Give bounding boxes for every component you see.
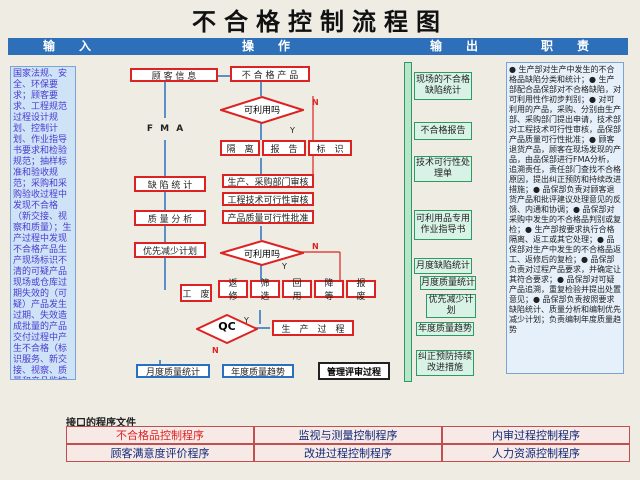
interface-doc-internal-audit[interactable]: 内审过程控制程序: [442, 426, 630, 444]
qc-decision: [196, 314, 258, 344]
interface-doc-monitoring[interactable]: 监视与测量控制程序: [254, 426, 442, 444]
usable-decision-1: [220, 96, 304, 124]
yes-label-3: Y: [244, 316, 249, 325]
output-usable-instruction: 可利用品专用作业指导书: [414, 210, 472, 240]
fma-box: F M A: [146, 124, 186, 134]
interface-doc-hr[interactable]: 人力资源控制程序: [442, 444, 630, 462]
header-input: 输 入: [8, 38, 126, 55]
page-title: 不合格控制流程图: [192, 8, 448, 36]
output-nonconformance-report: 不合格报告: [414, 122, 472, 140]
yes-label-1: Y: [290, 126, 295, 135]
nonconforming-product-box: 不 合 格 产 品: [230, 66, 310, 82]
customer-info-box: 顾 客 信 息: [130, 68, 218, 82]
defect-stats-box: 缺 陷 统 计: [134, 176, 206, 192]
output-technical-feasibility: 技术可行性处理单: [414, 156, 472, 182]
header-output: 输 出: [406, 38, 502, 55]
input-panel: 国家法规、安全、环保要求；顾客要求、工程规范过程设计规划、控制计划、作业指导书要…: [10, 66, 76, 380]
quality-approval-box: 产品质量可行性批准: [222, 210, 314, 224]
no-label-3: N: [212, 346, 219, 355]
qc-label: QC: [218, 320, 236, 333]
output-monthly-defect: 月度缺陷统计: [414, 258, 472, 274]
output-priority-plan: 优先减少计划: [426, 294, 476, 318]
monthly-quality-stats-box: 月度质量统计: [136, 364, 210, 378]
annual-trend-box: 年度质量趋势: [222, 364, 294, 378]
no-label-1: N: [312, 98, 319, 107]
priority-reduction-box: 优先减少计划: [134, 242, 206, 258]
usable-label-1: 可利用吗: [243, 106, 280, 116]
prod-purchase-review-box: 生产、采购部门审核: [222, 174, 314, 188]
no-label-2: N: [312, 242, 319, 251]
interface-doc-customer-satisfaction[interactable]: 顾客满意度评价程序: [66, 444, 254, 462]
action-reuse: 回 用: [282, 279, 312, 302]
interface-doc-nonconforming[interactable]: 不合格品控制程序: [66, 426, 254, 444]
eng-feasibility-box: 工程技术可行性审核: [222, 192, 314, 206]
scrap-box: 工 废: [180, 284, 212, 302]
output-annual-trend: 年度质量趋势: [416, 322, 474, 336]
isolate-box: 隔 离: [220, 140, 260, 156]
output-site-defect-stats: 现场的不合格缺陷统计: [414, 72, 472, 100]
header-operation: 操 作: [126, 38, 406, 55]
production-process-box: 生 产 过 程: [272, 320, 354, 336]
action-scrap: 报 废: [346, 279, 376, 302]
usable-label-2: 可利用吗: [243, 250, 280, 260]
yes-label-2: Y: [282, 262, 287, 271]
interface-title: 接口的程序文件: [66, 418, 136, 429]
action-rework: 返 修: [218, 279, 248, 302]
header-responsibility: 职 责: [502, 38, 628, 55]
interface-doc-improvement[interactable]: 改进过程控制程序: [254, 444, 442, 462]
usable-decision-2: [220, 240, 304, 266]
output-corrective-actions: 纠正预防持续改进措施: [416, 350, 474, 376]
output-strip: [404, 62, 412, 382]
quality-analysis-box: 质 量 分 析: [134, 210, 206, 226]
responsibility-panel: ● 生产部对生产中发生的不合格品缺陷分类和统计；● 生产部配合品保部对不合格缺陷…: [506, 62, 624, 374]
action-downgrade: 降 等: [314, 279, 344, 302]
management-review-box: 管理评审过程: [318, 362, 390, 380]
output-monthly-quality: 月度质量统计: [420, 276, 476, 290]
tag-box: 标 识: [308, 140, 352, 156]
report-box: 报 告: [262, 140, 306, 156]
action-screen: 筛 选: [250, 279, 280, 302]
